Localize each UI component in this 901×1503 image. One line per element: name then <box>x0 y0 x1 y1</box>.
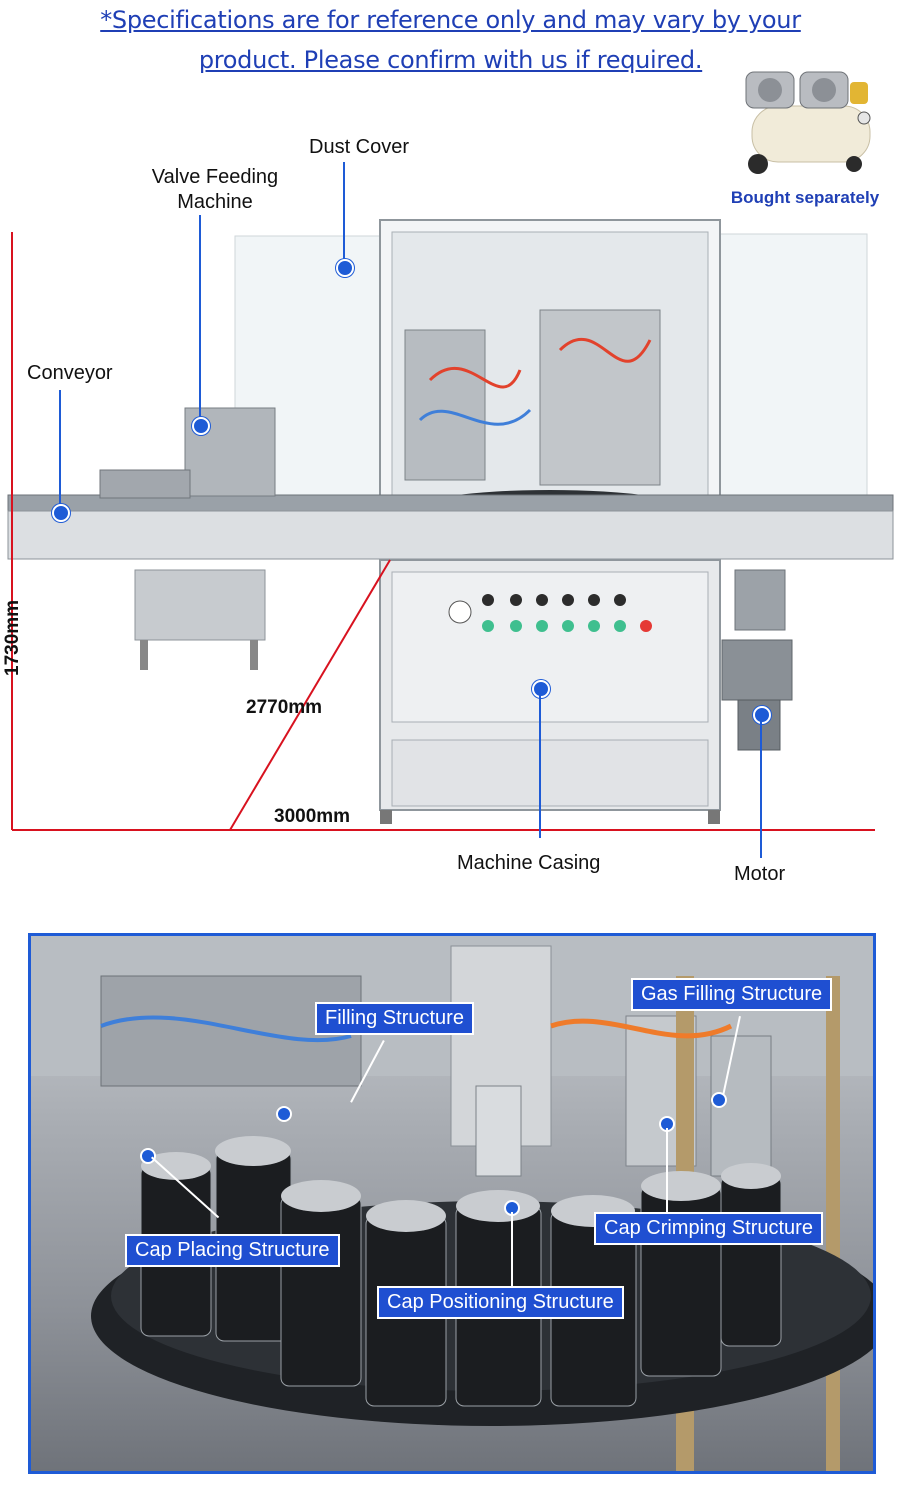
gas-filling-structure-tag: Gas Filling Structure <box>631 978 833 1011</box>
cap-placing-structure-marker <box>140 1148 156 1164</box>
motor-marker <box>753 706 771 724</box>
dust-cover-label: Dust Cover <box>309 136 410 158</box>
dust-cover-marker <box>336 259 354 277</box>
detail-closeup-photo: Filling Structure Gas Filling Structure … <box>28 933 876 1474</box>
cap-crimping-structure-tag: Cap Crimping Structure <box>594 1212 823 1245</box>
length-dimension: 3000mm <box>274 806 351 827</box>
motor-label: Motor <box>734 863 786 885</box>
cap-placing-structure-tag: Cap Placing Structure <box>125 1234 340 1267</box>
filling-structure-tag: Filling Structure <box>315 1002 474 1035</box>
machine-casing-label: Machine Casing <box>457 852 601 874</box>
valve-feeding-machine-marker <box>192 417 210 435</box>
valve-feeding-machine-label: Valve Feeding Machine <box>151 166 279 213</box>
conveyor-marker <box>52 504 70 522</box>
machine-casing-marker <box>532 680 550 698</box>
filling-structure-marker <box>276 1106 292 1122</box>
cap-positioning-structure-tag: Cap Positioning Structure <box>377 1286 624 1319</box>
air-compressor-image <box>745 71 871 174</box>
height-dimension: 1730mm <box>2 599 23 676</box>
depth-dimension: 2770mm <box>246 697 323 718</box>
gas-filling-structure-marker <box>711 1092 727 1108</box>
notice-line-2: product. Please confirm with us if requi… <box>198 46 703 74</box>
conveyor-label: Conveyor <box>27 362 113 384</box>
machine-illustration <box>7 219 894 831</box>
notice-line-1: *Specifications are for reference only a… <box>100 6 801 34</box>
bought-separately-label: Bought separately <box>730 188 880 207</box>
